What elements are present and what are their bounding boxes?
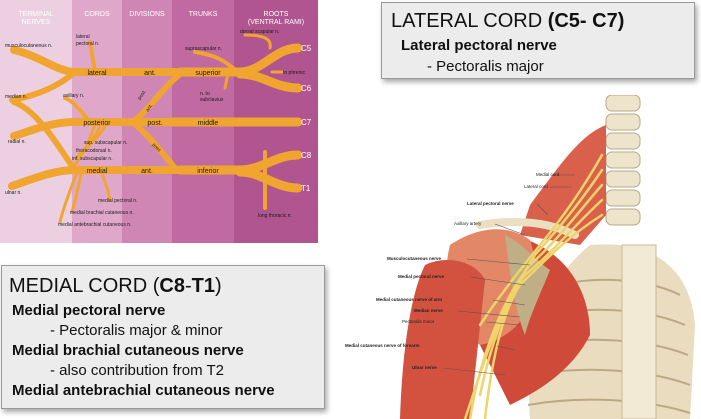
label-thoracodorsal: thoracodorsal n. <box>76 148 112 154</box>
lateral-pectoral-branch <box>88 40 97 74</box>
lateral-cord-range: (C5- C7) <box>547 10 625 32</box>
label-to-subclavius-1: n. to <box>200 91 210 97</box>
label-axillary: axillary n. <box>63 93 84 99</box>
label-radial: radial n. <box>8 139 26 145</box>
label-division-medial: ant. <box>141 168 153 175</box>
header-terminal-2: NERVES <box>22 19 51 26</box>
lateral-pectoral-muscle-text: - Pectoralis major <box>427 58 544 75</box>
label-ulnar: ulnar n. <box>5 190 22 196</box>
medial-cord-c8: C8 <box>159 275 185 297</box>
axillary-region <box>505 235 550 335</box>
suprascapular-branch <box>193 50 242 76</box>
neck-muscle <box>520 125 606 245</box>
medial-cord-close: ) <box>214 275 222 297</box>
nerve-t1 <box>235 167 303 193</box>
label-musculocutaneous: musculocutaneous n. <box>5 43 52 49</box>
brachial-plexus-diagram: TERMINAL NERVES CORDS DIVISIONS TRUNKS R… <box>0 0 318 243</box>
plexus-nerves-anatomy <box>463 153 604 419</box>
label-to-phrenic: to phrenic <box>283 70 305 76</box>
label-division-lateral: ant. <box>144 70 156 77</box>
label-cord-medial: medial <box>87 168 108 175</box>
label-dorsal-scapular: dorsal scapular n. <box>240 29 279 35</box>
header-divisions: DIVISIONS <box>129 11 165 18</box>
label-oblique-3: post. <box>151 142 163 154</box>
anat-label-lateral-pectoral-nerve: Lateral pectoral nerve <box>467 201 514 206</box>
anat-label-pectoralis-minor: Pectoralis minor <box>402 319 435 324</box>
root-label-t1: T1 <box>301 184 311 193</box>
label-cord-posterior: posterior <box>83 120 111 127</box>
anat-label-musculocutaneous-nerve: Musculocutaneous nerve <box>387 256 442 261</box>
median-medial-root <box>11 99 78 173</box>
label-to-subclavius-2: subclavius <box>200 97 224 103</box>
lateral-pectoral-nerve-text: Lateral pectoral nerve <box>401 37 557 54</box>
header-roots-2: (VENTRAL RAMI) <box>248 19 304 26</box>
label-trunk-inferior: inferior <box>197 168 219 175</box>
header-trunks: TRUNKS <box>189 11 218 18</box>
medial-cord-t1: T1 <box>191 275 215 297</box>
label-medial-antebrachial: medial antebrachial cutaneous n. <box>58 222 131 228</box>
spine-vertebrae <box>605 95 641 226</box>
lateral-cord-title-text: LATERAL CORD <box>391 10 548 32</box>
anat-label-ulnar-nerve: Ulnar nerve <box>412 365 437 370</box>
root-label-c5: C5 <box>301 44 312 53</box>
medial-cord-title-text: MEDIAL CORD ( <box>9 275 160 297</box>
medial-pectoral-muscle-text: - Pectoralis major & minor <box>50 322 223 339</box>
medial-antebrachial-branch <box>58 168 80 224</box>
label-lateral-pectoral-2: pectoral n. <box>76 41 99 47</box>
anat-label-axillary-artery: Axillary artery <box>454 221 482 226</box>
nerve-paths <box>8 33 303 224</box>
root-label-c6: C6 <box>301 84 312 93</box>
inf-subscapular-branch <box>70 120 98 170</box>
label-oblique-1: post. <box>137 89 148 101</box>
label-cord-lateral: lateral <box>87 70 107 77</box>
header-roots-1: ROOTS <box>264 11 289 18</box>
label-inf-subscapular: inf. subscapular n. <box>72 156 113 162</box>
label-medial-pectoral: medial pectoral n. <box>98 198 137 204</box>
label-lateral-pectoral-1: lateral <box>76 34 90 40</box>
label-suprascapular: suprascapular n. <box>185 46 222 52</box>
label-division-posterior: post. <box>147 120 162 127</box>
label-median: median n. <box>5 94 27 100</box>
anat-label-medial-pectoral-nerve: Medial pectoral nerve <box>398 274 445 279</box>
label-medial-brachial: medial brachial cutaneous n. <box>70 210 134 216</box>
label-trunk-superior: superior <box>195 70 221 77</box>
label-long-thoracic: long thoracic n. <box>258 213 292 219</box>
median-lateral-root <box>9 69 78 103</box>
anat-label-lateral-cord: Lateral cord <box>524 184 548 189</box>
inferior-posterior-division <box>132 121 178 171</box>
label-sup-subscapular: sup. subscapular n. <box>84 140 127 146</box>
upper-arm-muscles <box>400 260 485 419</box>
medial-brachial-branch <box>70 168 84 214</box>
header-cords: CORDS <box>84 11 110 18</box>
medial-cord-title: MEDIAL CORD (C8-T1) <box>9 275 222 298</box>
medial-cord-dash: - <box>184 275 192 297</box>
lateral-cord-box: LATERAL CORD (C5- C7) Lateral pectoral n… <box>381 2 695 79</box>
lateral-cord-title: LATERAL CORD (C5- C7) <box>391 10 624 33</box>
medial-brachial-note-text: - also contribution from T2 <box>50 362 224 379</box>
anat-label-median-nerve: Median nerve <box>414 308 443 313</box>
root-label-c7: C7 <box>301 118 312 127</box>
medial-cord-box: MEDIAL CORD (C8-T1) Medial pectoral nerv… <box>1 265 325 409</box>
clavicle <box>476 218 579 239</box>
axillary-branch <box>63 96 92 124</box>
dorsal-scapular-branch <box>243 33 272 50</box>
superior-posterior-division <box>129 71 183 125</box>
shoulder-anatomy-illustration: Medial cord Lateral cord Lateral pectora… <box>345 95 695 419</box>
medial-pectoral-nerve-text: Medial pectoral nerve <box>12 302 166 319</box>
header-terminal-1: TERMINAL <box>18 11 54 18</box>
nerve-c6 <box>235 69 303 93</box>
root-label-c8: C8 <box>301 151 312 160</box>
label-oblique-2: ant. <box>145 103 155 113</box>
leader-lines <box>442 174 575 376</box>
anat-label-medial-cord: Medial cord <box>536 172 560 177</box>
sternum <box>621 244 657 419</box>
subclavius-branch <box>223 71 230 90</box>
label-trunk-middle: middle <box>198 120 219 127</box>
medial-brachial-nerve-text: Medial brachial cutaneous nerve <box>12 342 244 359</box>
medial-pectoral-branch <box>98 168 112 202</box>
medial-antebrachial-nerve-text: Medial antebrachial cutaneous nerve <box>12 382 275 399</box>
anat-label-medial-cutaneous-arm: Medial cutaneous nerve of arm <box>376 297 442 302</box>
anat-label-medial-cutaneous-forearm: Medial cutaneous nerve of forearm <box>345 343 420 348</box>
